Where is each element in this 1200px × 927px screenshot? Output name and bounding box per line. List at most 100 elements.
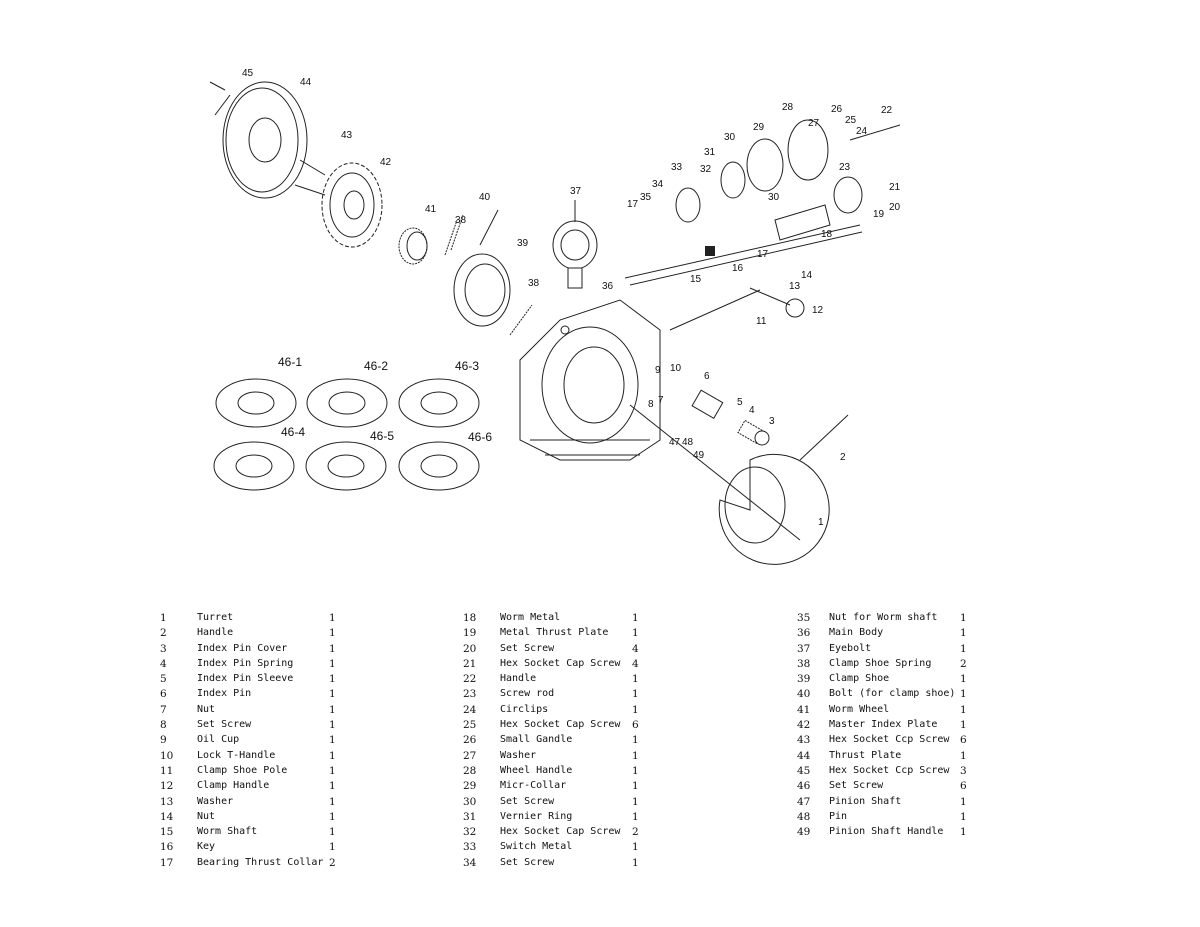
callout: 16 <box>732 263 744 274</box>
plate-label: 46-4 <box>281 425 305 439</box>
callout: 30 <box>768 192 780 203</box>
plate-label: 46-3 <box>455 359 479 373</box>
callout: 7 <box>658 395 664 406</box>
plate-label: 46-6 <box>468 430 492 444</box>
callout: 27 <box>808 118 820 129</box>
exploded-assembly-diagram: 1 2 3 4 5 6 7 8 9 10 11 12 13 14 15 16 1… <box>209 68 901 565</box>
callout: 45 <box>242 68 254 79</box>
plate-label: 46-5 <box>370 429 394 443</box>
callout: 2 <box>840 452 846 463</box>
callout: 37 <box>570 186 582 197</box>
callout: 19 <box>873 209 885 220</box>
callout: 49 <box>693 450 705 461</box>
callout: 8 <box>648 399 654 410</box>
callout: 15 <box>690 274 702 285</box>
plate-label: 46-1 <box>278 355 302 369</box>
callout: 17 <box>757 249 769 260</box>
main-body-drawing <box>519 299 661 461</box>
callout: 14 <box>801 270 813 281</box>
callout: 21 <box>889 182 901 193</box>
callout: 6 <box>704 371 710 382</box>
callout: 38 <box>528 278 540 289</box>
callout: 18 <box>821 229 833 240</box>
callout: 47 <box>669 437 681 448</box>
callout: 48 <box>682 437 694 448</box>
callout: 25 <box>845 115 857 126</box>
callout: 31 <box>704 147 716 158</box>
callout: 36 <box>602 281 614 292</box>
callout: 42 <box>380 157 392 168</box>
plate-labels: 46-1 46-2 46-3 46-4 46-5 46-6 <box>278 355 492 444</box>
callout: 30 <box>724 132 736 143</box>
callout: 11 <box>756 316 767 327</box>
callout: 38 <box>455 215 467 226</box>
plate-label: 46-2 <box>364 359 388 373</box>
index-pin-drawing <box>691 389 849 461</box>
callout: 22 <box>881 105 893 116</box>
callout: 28 <box>782 102 794 113</box>
callout: 17 <box>627 199 639 210</box>
callout: 35 <box>640 192 652 203</box>
callout: 10 <box>670 363 682 374</box>
clamp-shoe-drawing <box>444 209 533 336</box>
callout: 43 <box>341 130 353 141</box>
callout: 3 <box>769 416 775 427</box>
callout: 1 <box>818 517 824 528</box>
master-index-plate-drawing <box>294 159 383 248</box>
callout: 12 <box>812 305 824 316</box>
callout: 40 <box>479 192 491 203</box>
callout: 41 <box>425 204 437 215</box>
worm-wheel-drawing <box>398 227 428 265</box>
callout: 23 <box>839 162 851 173</box>
callout: 9 <box>655 365 661 376</box>
callout: 33 <box>671 162 683 173</box>
callout: 34 <box>652 179 664 190</box>
callout: 29 <box>753 122 765 133</box>
callout: 44 <box>300 77 312 88</box>
callout: 39 <box>517 238 529 249</box>
